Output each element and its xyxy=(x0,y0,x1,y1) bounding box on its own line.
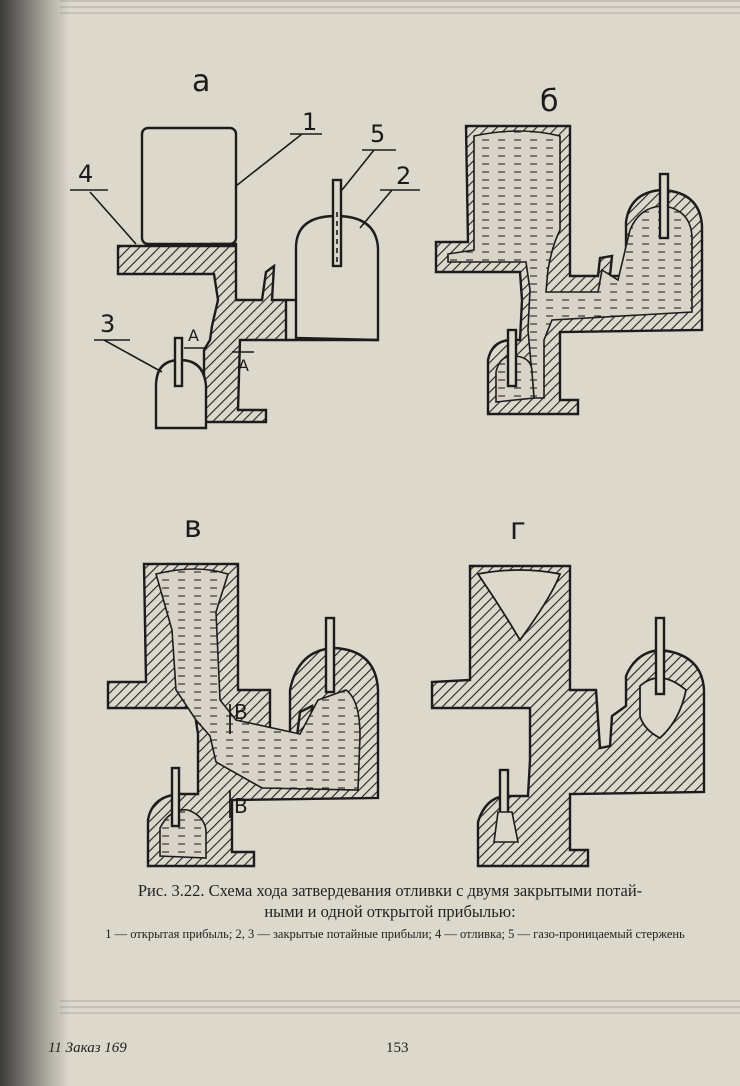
panel-g-drawing xyxy=(430,564,706,868)
bleed-through-text xyxy=(60,1000,740,1014)
panel-b-drawing xyxy=(434,124,704,416)
callout-2: 2 xyxy=(396,162,412,190)
section-mark-a-right: A xyxy=(238,356,249,375)
legend-text-4: — отливка; xyxy=(441,927,509,941)
callout-3: 3 xyxy=(100,310,116,338)
panel-label-v: в xyxy=(184,510,202,545)
section-mark-v-top: В xyxy=(234,700,248,724)
section-mark-a-left: A xyxy=(188,326,199,345)
legend-text-1: — открытая прибыль; xyxy=(111,927,236,941)
callout-1: 1 xyxy=(302,108,318,136)
legend-number-5: 5 xyxy=(508,927,515,941)
bleed-through-text xyxy=(60,0,740,14)
caption-line-2: ными и одной открытой прибылью: xyxy=(264,902,516,921)
panel-a-drawing xyxy=(70,126,420,430)
panel-label-g: г xyxy=(510,512,526,547)
panel-v-drawing xyxy=(106,562,380,868)
callout-4: 4 xyxy=(78,160,94,188)
page-number: 153 xyxy=(386,1040,409,1056)
legend-number-1: 1 xyxy=(105,927,112,941)
caption-line-1: Рис. 3.22. Схема хода затвердевания отли… xyxy=(137,881,643,900)
panel-label-b: б xyxy=(540,84,559,119)
legend-number-2-3: 2, 3 xyxy=(235,927,255,941)
figure-legend: 1 — открытая прибыль; 2, 3 — закрытые по… xyxy=(70,926,720,942)
section-mark-v-bottom: В xyxy=(234,794,248,818)
legend-text-5: — газо-проницаемый стержень xyxy=(514,927,685,941)
footer-signature: 11 Заказ 169 xyxy=(48,1040,127,1056)
legend-text-2-3: — закрытые потайные прибыли; xyxy=(254,927,435,941)
figure-caption: Рис. 3.22. Схема хода затвердевания отли… xyxy=(70,880,710,922)
panel-label-a: а xyxy=(192,64,211,99)
callout-5: 5 xyxy=(370,120,386,148)
legend-number-4: 4 xyxy=(435,927,442,941)
page-gutter-shadow xyxy=(0,0,70,1086)
